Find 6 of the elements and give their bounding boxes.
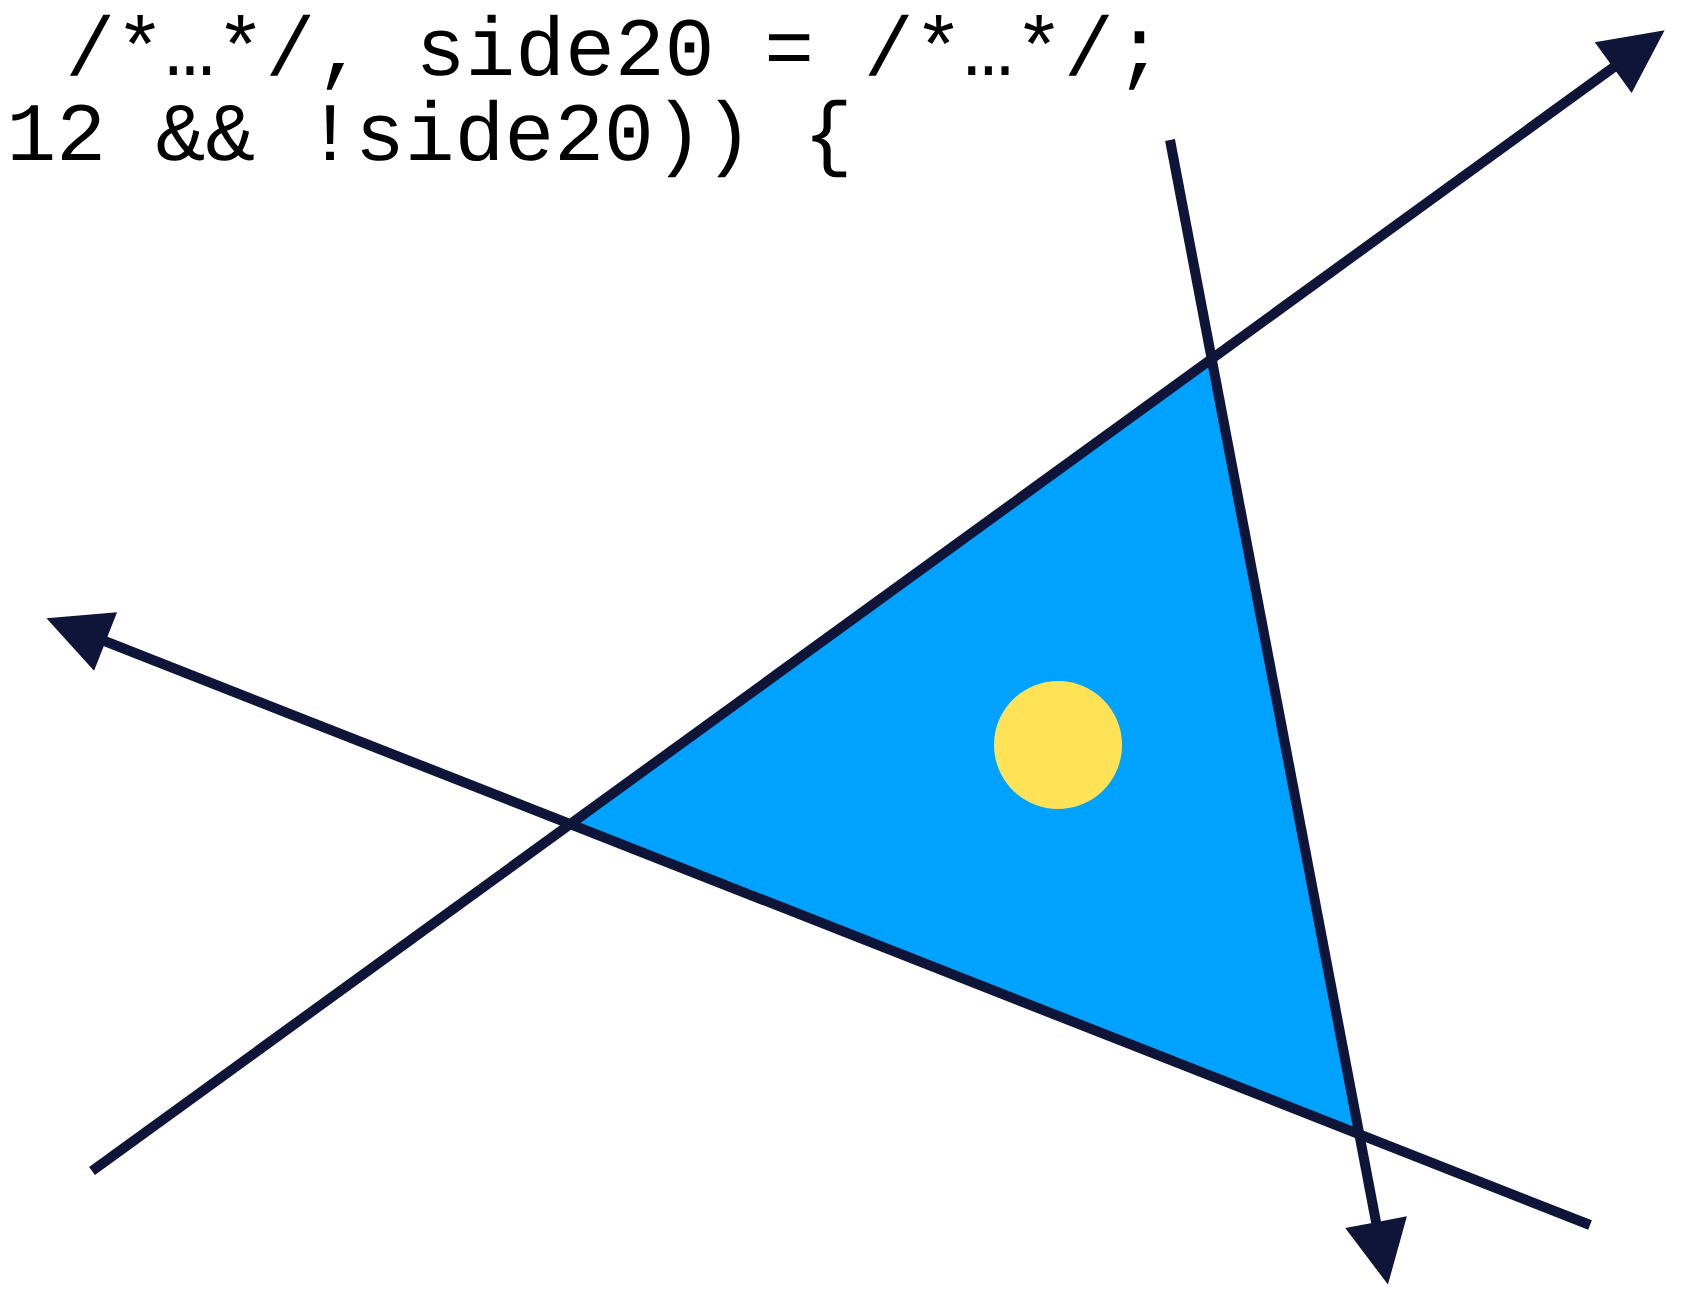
code-text: */ — [225, 14, 311, 76]
code-text: ; — [1128, 31, 1147, 90]
code-text: /*… — [70, 14, 211, 76]
code-text: 12 && !side20)) { — [12, 99, 847, 178]
code-text: , side20 = /*… — [326, 14, 1009, 90]
code-text: */ — [1024, 14, 1110, 76]
